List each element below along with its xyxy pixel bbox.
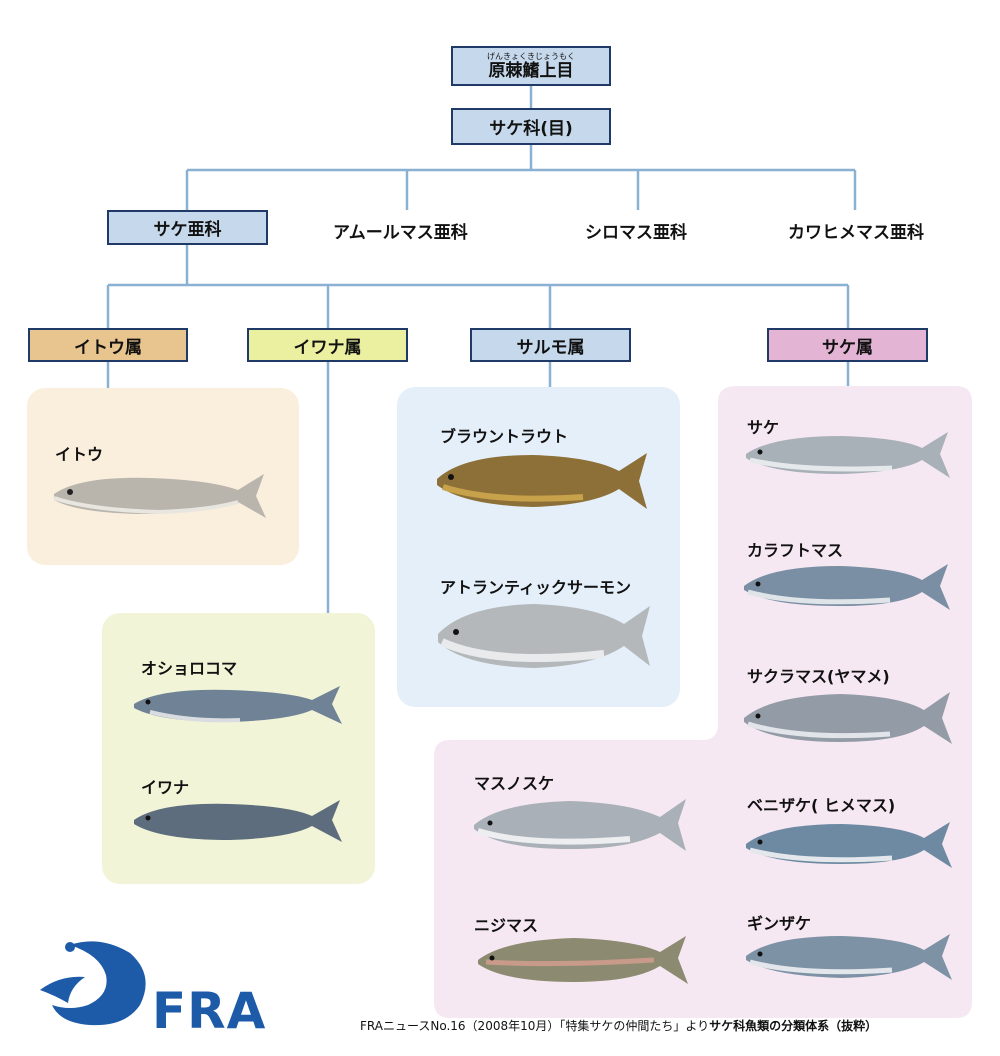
- fish-benizake-image: [746, 822, 952, 868]
- fish-sake-image: [746, 432, 950, 478]
- genus-ito-box: イトウ属: [28, 328, 188, 362]
- panel-ito: [27, 388, 299, 565]
- subfamily-grayling-label: カワヒメマス亜科: [788, 223, 924, 243]
- credit-prefix: FRAニュースNo.16（2008年10月）「特集サケの仲間たち」より: [360, 1019, 710, 1033]
- order-label: サケ科(目): [489, 119, 573, 139]
- subfamily-label: サケ亜科: [153, 220, 222, 240]
- species-label-oshorokoma: オショロコマ: [141, 659, 238, 678]
- genus-label: サルモ属: [516, 337, 585, 358]
- genus-label: イトウ属: [74, 337, 142, 358]
- root-superorder-box: げんきょくきじょうもく 原棘鰭上目: [451, 46, 611, 86]
- root-label: 原棘鰭上目: [488, 60, 574, 81]
- fish-iwana-image: [134, 800, 342, 842]
- credit-bold: サケ科魚類の分類体系（抜粋）: [709, 1019, 878, 1033]
- species-label-atlantic-salmon: アトランティックサーモン: [440, 578, 632, 597]
- species-label-sakuramasu: サクラマス(ヤマメ): [747, 667, 890, 686]
- fish-oshorokoma-image: [134, 686, 342, 724]
- species-label-brown-trout: ブラウントラウト: [440, 427, 569, 446]
- genus-iwana-box: イワナ属: [247, 328, 408, 362]
- species-label-ito: イトウ: [55, 445, 104, 464]
- species-label-karafutomasu: カラフトマス: [747, 541, 844, 560]
- subfamily-sake-box: サケ亜科: [107, 210, 268, 245]
- species-label-ginzake: ギンザケ: [747, 914, 812, 933]
- fish-brown-trout-image: [437, 453, 647, 509]
- root-ruby: げんきょくきじょうもく: [487, 51, 575, 61]
- fish-ginzake-image: [746, 934, 952, 980]
- fish-karafutomasu-image: [744, 564, 950, 610]
- species-label-masunosuke: マスノスケ: [474, 774, 555, 793]
- species-label-benizake: ベニザケ( ヒメマス): [747, 796, 896, 815]
- genus-salmo-box: サルモ属: [470, 328, 631, 362]
- subfamily-whitefish-label: シロマス亜科: [585, 223, 687, 243]
- fish-ito-image: [53, 474, 266, 518]
- genus-label: サケ属: [822, 337, 873, 358]
- source-credit: FRAニュースNo.16（2008年10月）「特集サケの仲間たち」よりサケ科魚類…: [360, 1017, 877, 1034]
- fra-logo-mark: [40, 941, 146, 1026]
- species-label-nijimasu: ニジマス: [474, 916, 539, 935]
- genus-label: イワナ属: [293, 337, 362, 358]
- order-box: サケ科(目): [451, 108, 611, 145]
- fish-atlantic-salmon-image: [438, 604, 650, 668]
- species-label-sake: サケ: [747, 418, 780, 437]
- fish-sakuramasu-image: [744, 692, 952, 744]
- fra-logo-text: FRA: [152, 982, 267, 1040]
- fish-masunosuke-image: [474, 799, 686, 851]
- genus-sake-box: サケ属: [767, 328, 928, 362]
- species-label-iwana: イワナ: [141, 778, 190, 797]
- subfamily-amur-label: アムールマス亜科: [333, 223, 468, 243]
- fish-nijimasu-image: [478, 936, 688, 984]
